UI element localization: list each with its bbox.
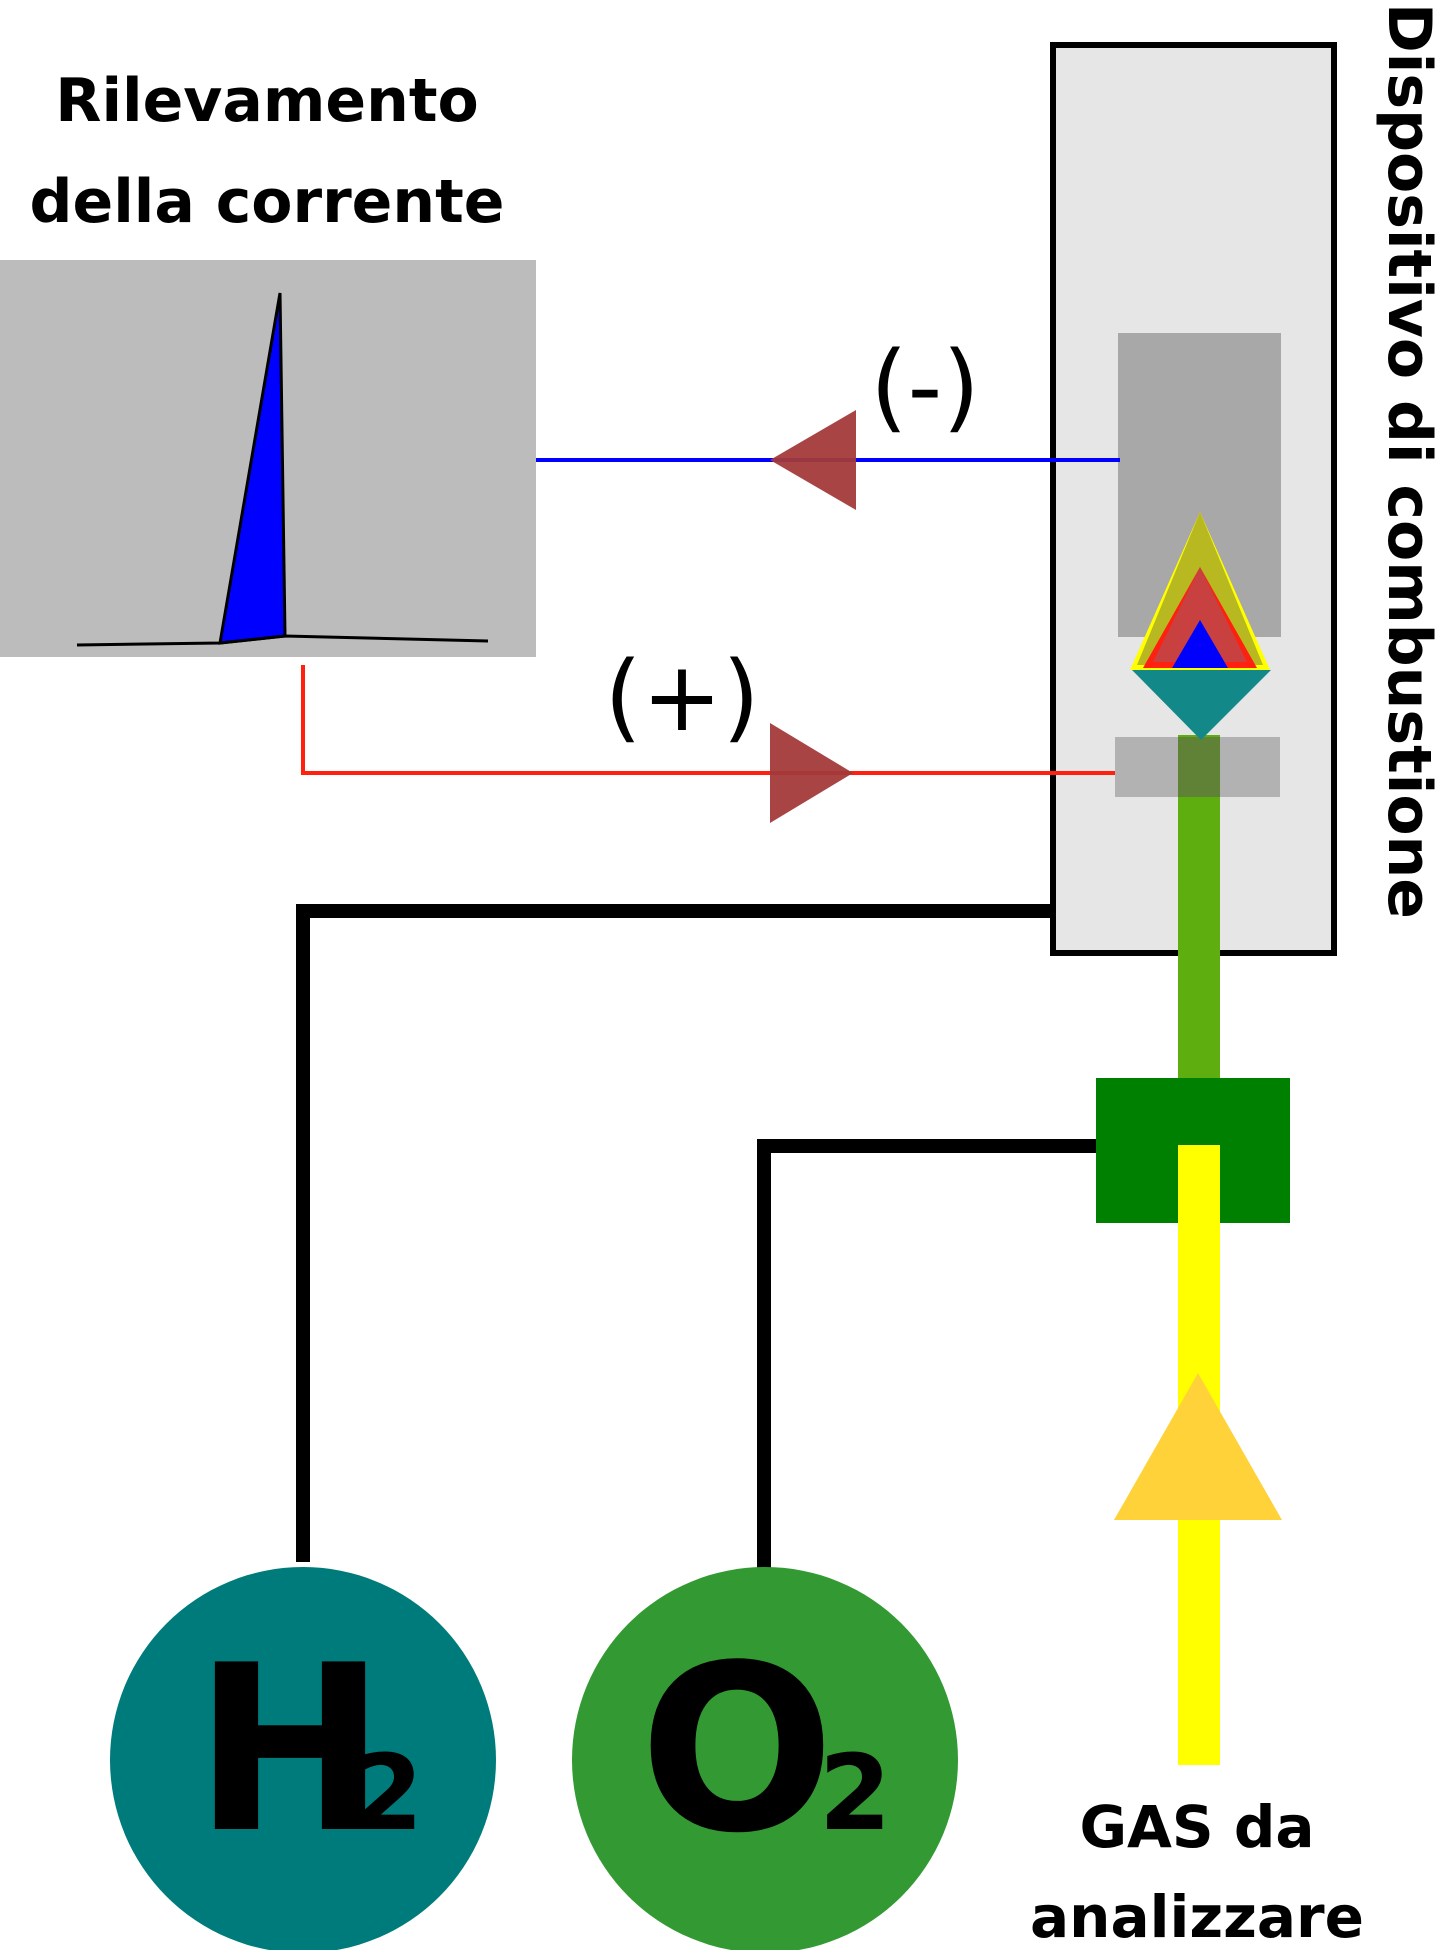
flame-middle-shade [1153,567,1247,662]
detector-title-line2: della corrente [30,167,505,237]
oxygen-supply-line [757,1139,1096,1578]
burner-nozzle [1132,670,1271,740]
oxygen-subscript: 2 [819,1732,891,1854]
signal-baseline [76,634,489,647]
negative-label: (-) [870,331,980,443]
positive-current-arrow [770,723,853,823]
flame-core [1172,620,1228,668]
oxygen-source [572,1567,958,1950]
hydrogen-subscript: 2 [351,1732,423,1854]
gas-label-line2: analizzare [1030,1883,1364,1950]
tube-through-electrode [1178,737,1220,797]
positive-label: (+) [604,641,759,753]
detector-title-line1: Rilevamento [55,66,478,136]
hydrogen-supply-line [296,904,1053,1562]
hydrogen-symbol: H [194,1617,387,1884]
oxygen-symbol: O [639,1617,835,1884]
negative-current-arrow [770,410,856,510]
device-label: Dispositivo di combustione [1374,3,1444,919]
gas-label-line1: GAS da [1079,1793,1314,1861]
mixer-inner-channel [1178,1145,1220,1223]
hydrogen-source [110,1567,496,1950]
gas-flow-arrow [1114,1373,1282,1520]
